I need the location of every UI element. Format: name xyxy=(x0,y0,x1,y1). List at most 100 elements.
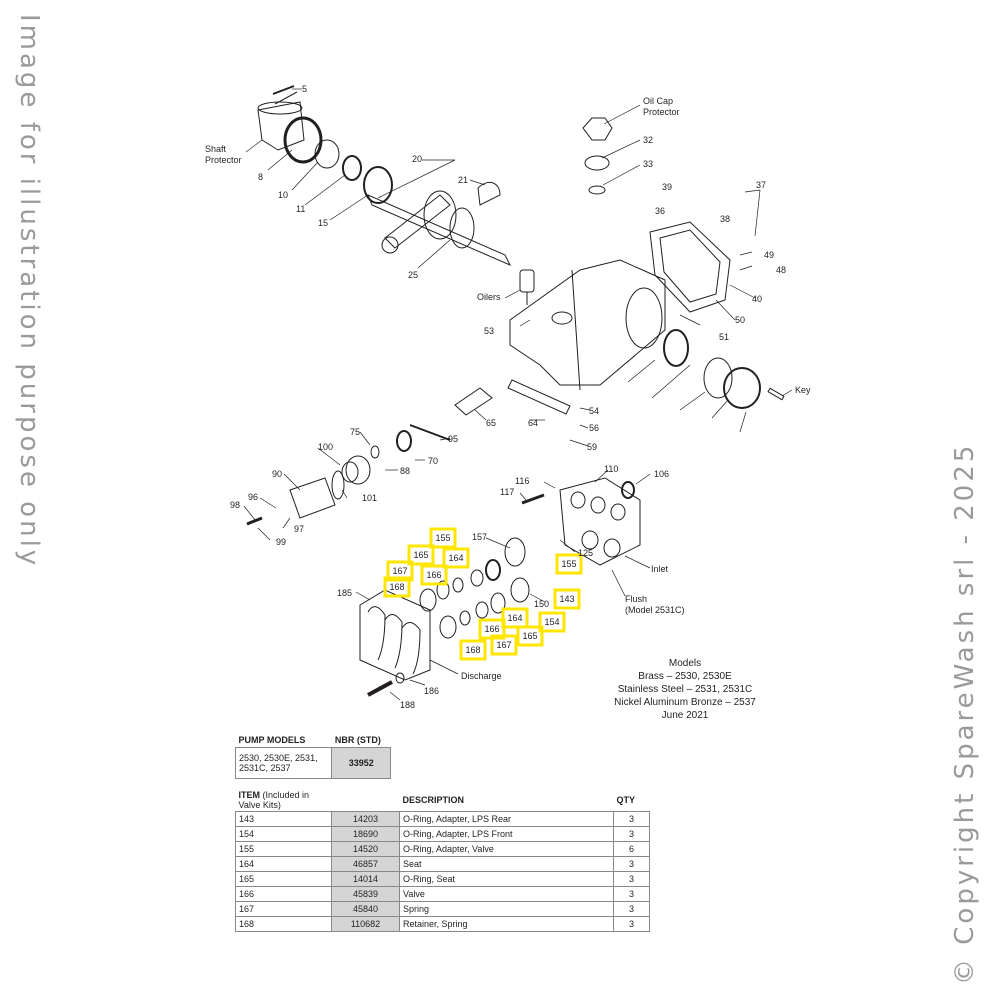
discharge-manifold-part-185 xyxy=(359,589,431,681)
part-label: 125 xyxy=(578,548,593,558)
part-label: 100 xyxy=(318,442,333,452)
table-cell: 45839 xyxy=(331,886,400,902)
table-cell: 14520 xyxy=(331,841,400,857)
callout-line: Oil Cap xyxy=(643,96,673,106)
oil-cap-part-32 xyxy=(582,117,613,195)
table-cell: 2530, 2530E, 2531,2531C, 2537 xyxy=(234,747,333,779)
table-cell: 14203 xyxy=(331,811,400,827)
part-label: 88 xyxy=(400,466,410,476)
part-label: 188 xyxy=(400,700,415,710)
bolt-part-188 xyxy=(367,680,393,697)
highlight-label: 164 xyxy=(507,613,522,623)
callout-line: Flush xyxy=(625,594,647,604)
part-label: 101 xyxy=(362,493,377,503)
valve-kit-items-table: ITEM (Included in Valve Kits) DESCRIPTIO… xyxy=(235,789,650,932)
cover-part-51 xyxy=(649,221,731,313)
part-label: 20 xyxy=(412,154,422,164)
table-cell: 33952 xyxy=(331,747,391,779)
part-label: 110 xyxy=(604,464,618,474)
washer-part-186 xyxy=(395,672,405,684)
ring-part-101 xyxy=(331,470,345,500)
models-note-line: Brass – 2530, 2530E xyxy=(638,671,732,682)
column-header: DESCRIPTION xyxy=(399,789,614,812)
highlight-label: 154 xyxy=(544,617,559,627)
part-label: 50 xyxy=(735,315,745,325)
part-label: 36 xyxy=(655,206,665,216)
table-row: 2530, 2530E, 2531,2531C, 2537 33952 xyxy=(234,747,391,779)
highlight-callout: 155 xyxy=(555,553,583,575)
pump-models-table: PUMP MODELS NBR (STD) 2530, 2530E, 2531,… xyxy=(234,733,391,779)
highlight-callout: 155 xyxy=(429,527,457,549)
part-label: 53 xyxy=(484,326,494,336)
seal-part-70 xyxy=(396,430,412,452)
part-label: 64 xyxy=(528,418,538,428)
guide-part-54 xyxy=(507,379,571,415)
highlight-label: 167 xyxy=(392,566,407,576)
oilers-label: Oilers xyxy=(477,292,501,302)
highlight-callout: 167 xyxy=(490,634,518,656)
key-part xyxy=(767,387,785,401)
highlight-label: 166 xyxy=(484,624,499,634)
table-cell: 18690 xyxy=(331,826,400,842)
oring-part-10-right xyxy=(703,357,733,399)
part-label: 33 xyxy=(643,159,653,169)
highlight-label: 155 xyxy=(435,533,450,543)
part-label: 21 xyxy=(458,175,468,185)
table-cell: O-Ring, Adapter, Valve xyxy=(399,841,614,857)
leader-lines xyxy=(243,88,793,701)
table-cell: 155 xyxy=(235,841,332,857)
bearing-part-15 xyxy=(363,166,393,204)
crankcase-part-53 xyxy=(509,259,666,391)
table-cell: 3 xyxy=(613,916,650,932)
part-label: 51 xyxy=(719,332,729,342)
part-label: 11 xyxy=(296,204,305,214)
table-cell: O-Ring, Seat xyxy=(399,871,614,887)
table-cell: Seat xyxy=(399,856,614,872)
highlighted-part-callouts: 155 165 164 167 166 168 155 143 164 154 … xyxy=(383,527,583,661)
table-cell: 46857 xyxy=(331,856,400,872)
callout-line: Shaft xyxy=(205,144,227,154)
retainer-part-100 xyxy=(341,455,371,485)
table-cell: 164 xyxy=(235,856,332,872)
oring-part-10 xyxy=(314,139,340,169)
highlight-label: 155 xyxy=(561,559,576,569)
highlight-callout: 164 xyxy=(442,547,470,569)
part-label: 37 xyxy=(756,180,766,190)
callout-line: Protector xyxy=(205,155,242,165)
part-number-labels: 5 8 10 11 15 20 21 25 32 33 36 37 38 39 … xyxy=(230,84,786,710)
highlight-callout: 165 xyxy=(407,544,435,566)
part-label: 32 xyxy=(643,135,653,145)
table-header-row: PUMP MODELS NBR (STD) xyxy=(235,733,391,748)
highlight-callout: 165 xyxy=(516,625,544,647)
table-cell: 14014 xyxy=(331,871,400,887)
screw-part-5 xyxy=(272,85,295,95)
column-header: PUMP MODELS xyxy=(235,733,332,748)
table-cell: 6 xyxy=(613,841,650,857)
table-cell: 3 xyxy=(613,856,650,872)
table-cell: 3 xyxy=(613,826,650,842)
models-note-line: Stainless Steel – 2531, 2531C xyxy=(617,684,753,695)
part-label: 40 xyxy=(752,294,762,304)
part-label: 8 xyxy=(258,172,263,182)
flush-label: Flush(Model 2531C) xyxy=(625,594,685,615)
part-label: 49 xyxy=(764,250,774,260)
column-header xyxy=(331,789,400,812)
valve-stack-upper xyxy=(419,537,526,612)
models-note-line: June 2021 xyxy=(661,710,709,721)
part-label: 95 xyxy=(448,434,458,444)
part-label: 39 xyxy=(662,182,672,192)
part-label: 99 xyxy=(276,537,286,547)
table-cell: 3 xyxy=(613,811,650,827)
highlight-label: 167 xyxy=(496,640,511,650)
highlight-callout: 168 xyxy=(383,576,411,598)
oring-part-88 xyxy=(370,445,380,459)
